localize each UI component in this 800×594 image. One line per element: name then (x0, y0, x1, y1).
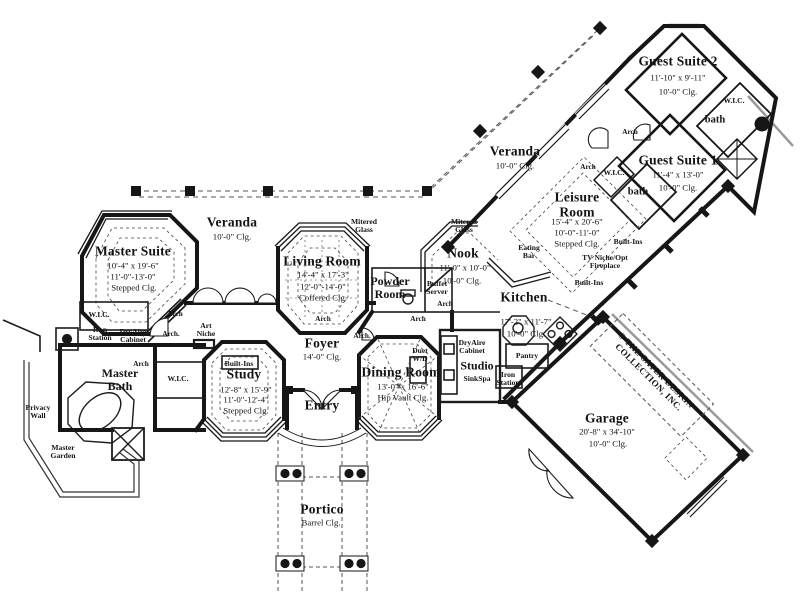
label-kitchen: Kitchen (500, 289, 548, 305)
copyright-box (589, 312, 715, 438)
label-17-2-x-11-7: 17'-2" x 11'-7" (500, 316, 552, 327)
label-master-bath: Master Bath (101, 366, 139, 393)
label-12-8-x-15-9: 12'-8" x 15'-9" (220, 384, 272, 395)
label-studio: Studio (460, 358, 494, 373)
label-art-niche: Art Niche (196, 320, 216, 338)
label-barrel-clg: Barrel Clg. (301, 517, 341, 528)
label-tv-niche-opt-fireplace: TV Niche/Opt Fireplace (582, 252, 628, 270)
label-entry: Entry (304, 397, 340, 413)
label-privacy-wall: Privacy Wall (25, 402, 51, 420)
label-powder-room: Powder Room (370, 274, 410, 301)
label-guest-suite-2: Guest Suite 2 (638, 53, 718, 69)
label-11-0-13-0: 11'-0"-13'-0" (110, 271, 156, 282)
label-w-i-c: W.I.C. (88, 309, 110, 319)
label-buffet-server: Buffet Server (426, 278, 448, 296)
label-arch: Arch (622, 128, 638, 137)
label-10-0-clg: 10'-0" Clg. (658, 86, 698, 97)
portico-outline (277, 433, 368, 592)
label-duet-w-d: Duet W/D (412, 345, 428, 363)
label-10-0-clg: 10'-0" Clg. (442, 275, 482, 286)
label-hip-vault-clg: Hip Vault Clg. (377, 392, 429, 403)
label-study: Study (226, 366, 262, 382)
label-10-0-clg: 10'-0" Clg. (506, 328, 546, 339)
builtin-stubs (590, 206, 710, 326)
label-arch: Arch. (162, 330, 180, 339)
label-stepped-clg: Stepped Clg. (223, 405, 269, 416)
label-dining-room: Dining Room (361, 364, 441, 380)
privacy-wall (23, 360, 140, 498)
label-sinkspa: SinkSpa (463, 373, 491, 383)
label-15-4-x-20-6: 15'-4" x 20'-6" (551, 216, 603, 227)
label-dryaire-cabinet: DryAire Cabinet (119, 326, 147, 344)
label-pantry: Pantry (515, 350, 539, 360)
label-10-0-clg: 10'-0" Clg. (588, 438, 628, 449)
label-10-0-clg: 10'-0" Clg. (212, 231, 252, 242)
door-arcs (149, 123, 651, 499)
label-veranda: Veranda (489, 143, 541, 159)
label-bath: bath (704, 114, 726, 126)
label-w-i-c: W.I.C. (167, 373, 189, 383)
wing-rooms (592, 32, 773, 231)
veranda-columns (131, 20, 751, 549)
label-10-0-clg: 10'-0" Clg. (495, 160, 535, 171)
portico-column-dots (280, 468, 366, 569)
label-arch: Arch. (353, 332, 371, 341)
label-arch: Arch (133, 360, 149, 369)
label-10-4-x-19-6: 10'-4" x 19'-6" (107, 260, 159, 271)
label-iron-station: Iron Station (496, 369, 520, 387)
label-20-8-x-34-10: 20'-8" x 34'-10" (579, 426, 635, 437)
label-leisure-room: Leisure Room (554, 189, 600, 219)
label-portico: Portico (300, 501, 344, 517)
label-veranda: Veranda (206, 214, 258, 230)
label-stepped-clg: Stepped Clg. (111, 282, 157, 293)
label-bath: bath (627, 186, 649, 198)
label-arch: Arch (410, 315, 426, 324)
label-living-room: Living Room (283, 253, 361, 269)
label-eating-bar: Eating Bar (518, 242, 540, 260)
label-11-0-12-4: 11'-0"-12'-4" (223, 394, 269, 405)
label-stepped-clg: Stepped Clg. (554, 238, 600, 249)
label-14-4-x-17-3: 14'-4" x 17'-3" (297, 269, 349, 280)
label-built-ins: Built-Ins (574, 277, 604, 287)
label-arch: Arch (315, 315, 331, 324)
label-w-i-c: W.I.C. (603, 167, 625, 177)
ceiling-traces (95, 156, 708, 481)
garage-door (683, 473, 728, 518)
label-11-10-x-9-11: 11'-10" x 9'-11" (650, 72, 706, 83)
kitchen-fixtures (486, 257, 578, 352)
master-bath-fixtures (61, 289, 416, 461)
label-arch: Arch (167, 310, 183, 319)
label-the-sater-design-collection-inc: © THE SATER DESIGN COLLECTION, INC. (613, 329, 697, 413)
label-iron-station: Iron Station (88, 324, 112, 342)
label-14-0-clg: 14'-0" Clg. (302, 351, 342, 362)
label-arch: Arch (437, 300, 453, 309)
label-11-4-x-13-0: 11'-4" x 13'-0" (652, 169, 704, 180)
label-guest-suite-1: Guest Suite 1 (638, 152, 718, 168)
label-mitered-glass: Mitered Glass (450, 216, 478, 234)
label-dryaire-cabinet: DryAire Cabinet (458, 337, 486, 355)
wing-sliders (494, 83, 610, 200)
label-w-i-c: W.I.C. (723, 95, 745, 105)
label-master-garden: Master Garden (50, 442, 76, 460)
label-built-ins: Built-Ins (224, 358, 254, 368)
label-10-0-11-0: 10'-0"-11'-0" (554, 227, 600, 238)
label-10-0-clg: 10'-0" Clg. (658, 182, 698, 193)
entry-steps (277, 427, 367, 447)
label-built-ins: Built-Ins (613, 236, 643, 246)
window-bays (77, 23, 700, 442)
label-master-suite: Master Suite (94, 243, 172, 259)
label-foyer: Foyer (304, 335, 340, 351)
label-garage: Garage (585, 410, 629, 426)
label-mitered-glass: Mitered Glass (350, 216, 378, 234)
label-12-0-14-0: 12'-0"-14'-0" (300, 281, 346, 292)
label-13-0-x-16-6: 13'-0" x 16'-6" (377, 381, 429, 392)
label-11-0-x-10-0: 11'-0" x 10'-0" (439, 262, 491, 273)
label-nook: Nook (447, 245, 479, 261)
label-arch: Arch (580, 163, 596, 172)
label-coffered-clg: Coffered Clg. (298, 292, 348, 303)
